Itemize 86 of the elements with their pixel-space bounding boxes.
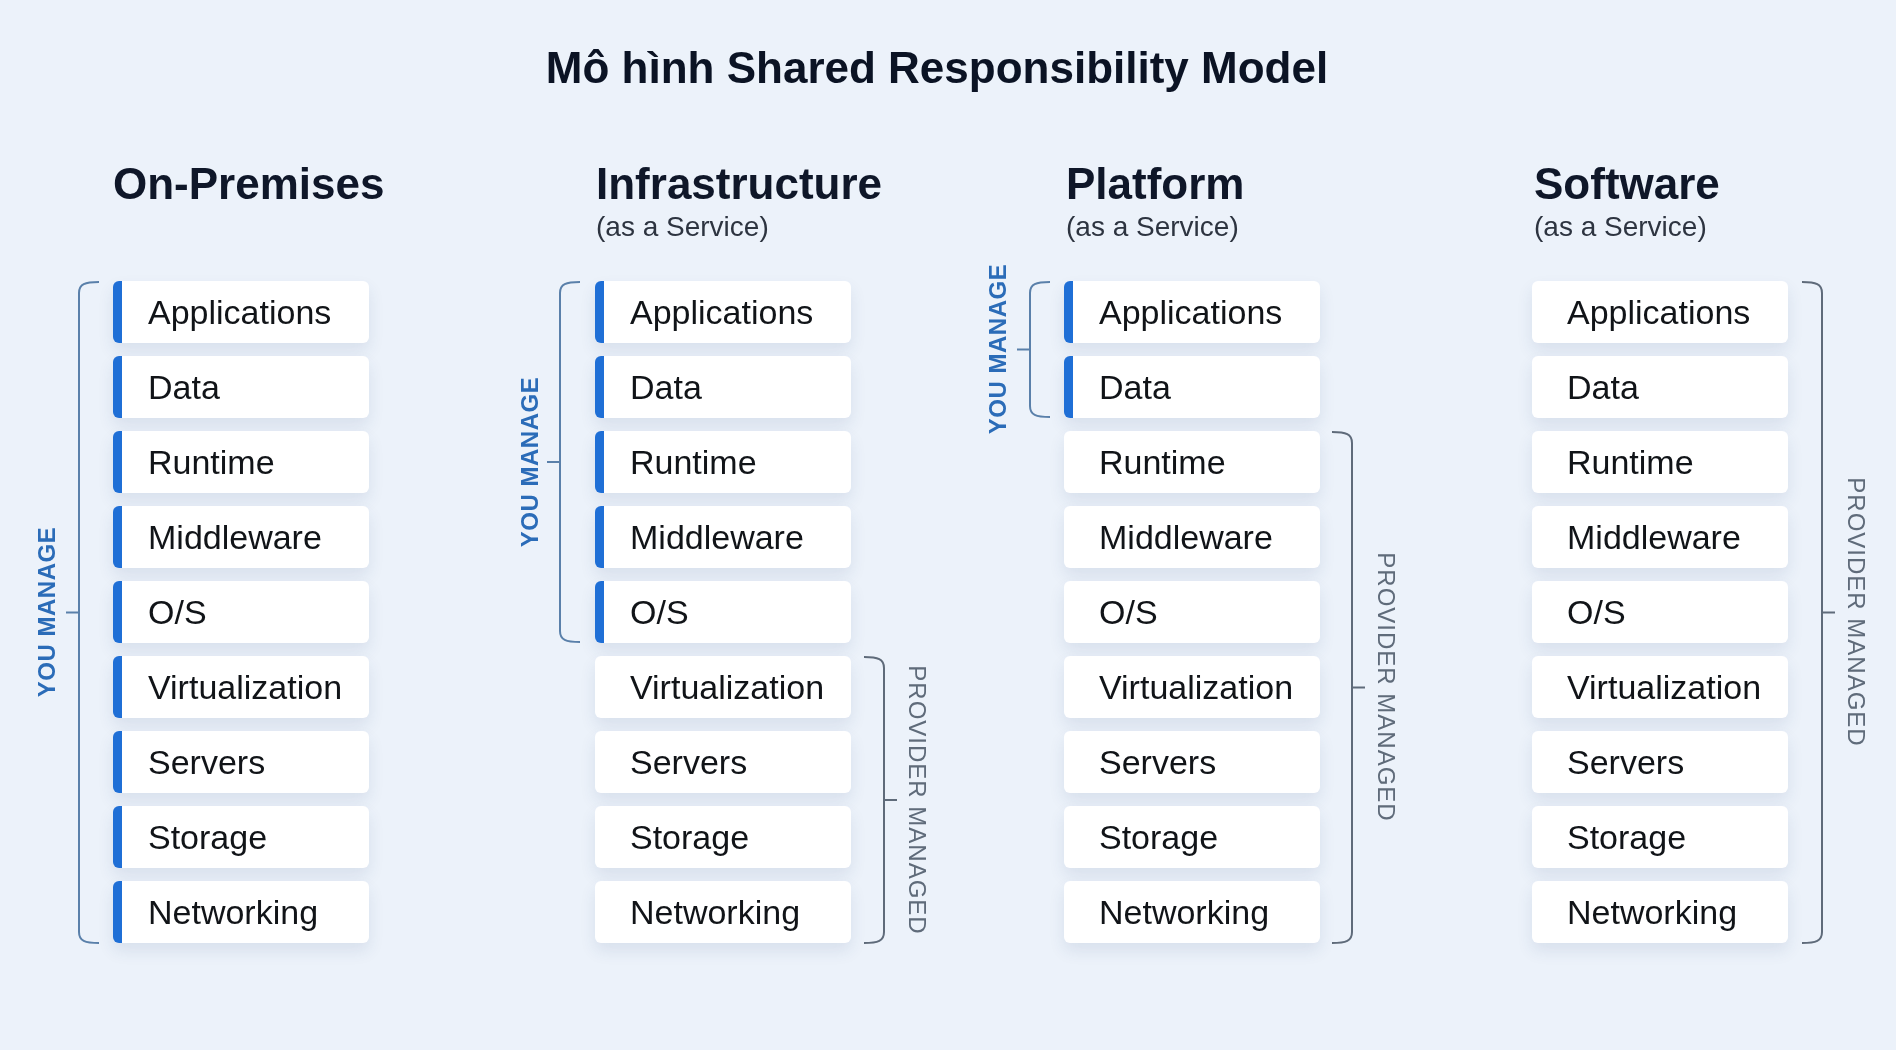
stack-layer (1532, 431, 1788, 493)
layer-label: Networking (148, 892, 319, 932)
stack-layer (113, 881, 369, 943)
column-heading: Software (1534, 158, 1720, 210)
layer-label: Runtime (1567, 442, 1694, 482)
stack-layer (1532, 806, 1788, 868)
layer-label: Virtualization (630, 667, 825, 707)
stack-layer (595, 656, 851, 718)
layer-label: Servers (630, 742, 748, 782)
layer-label: Runtime (148, 442, 275, 482)
stack-layer (595, 356, 851, 418)
layer-label: Middleware (630, 517, 804, 557)
layer-label: Runtime (630, 442, 757, 482)
layer-label: Data (1567, 367, 1639, 407)
stack-layer (1064, 806, 1320, 868)
stack-layer (595, 506, 851, 568)
column-subtitle: (as a Service) (1066, 210, 1239, 244)
layer-label: O/S (630, 592, 689, 632)
stack-layer (1532, 356, 1788, 418)
column-heading: On-Premises (113, 158, 385, 210)
layer-label: Virtualization (1099, 667, 1294, 707)
layer-label: Servers (1099, 742, 1217, 782)
layer-label: Networking (1567, 892, 1738, 932)
stack-layer (1064, 506, 1320, 568)
stack-layer (113, 281, 369, 343)
stack-layer (1064, 656, 1320, 718)
column-subtitle: (as a Service) (1534, 210, 1707, 244)
stack-layer (595, 806, 851, 868)
stack-layer (1532, 881, 1788, 943)
stack-layer (1532, 506, 1788, 568)
side-label: YOU MANAGE (516, 376, 544, 548)
stack-layer (1532, 581, 1788, 643)
layer-label: Runtime (1099, 442, 1226, 482)
stack-layer (595, 881, 851, 943)
column-heading: Infrastructure (596, 158, 883, 210)
stack-layer (113, 806, 369, 868)
stack-layer (1532, 281, 1788, 343)
layer-label: Servers (148, 742, 266, 782)
stack-layer (595, 581, 851, 643)
layer-label: Data (1099, 367, 1171, 407)
side-label: YOU MANAGE (33, 526, 61, 698)
layer-label: Storage (1567, 817, 1687, 857)
layer-label: Storage (630, 817, 750, 857)
stack-layer (1532, 731, 1788, 793)
stack-layer (1532, 656, 1788, 718)
layer-label: O/S (148, 592, 207, 632)
layer-label: Servers (1567, 742, 1685, 782)
layer-label: Data (630, 367, 702, 407)
layer-label: O/S (1567, 592, 1626, 632)
layer-label: Virtualization (148, 667, 343, 707)
layer-label: Applications (1567, 292, 1751, 332)
diagram-title: Mô hình Shared Responsibility Model (545, 42, 1329, 94)
layer-label: Middleware (1567, 517, 1741, 557)
stack-layer (595, 431, 851, 493)
layer-label: Middleware (148, 517, 322, 557)
stack-layer (1064, 581, 1320, 643)
layer-label: Networking (630, 892, 801, 932)
layer-label: Middleware (1099, 517, 1273, 557)
layer-label: Storage (1099, 817, 1219, 857)
stack-layer (595, 731, 851, 793)
stack-layer (113, 581, 369, 643)
side-label: PROVIDER MANAGED (1842, 477, 1870, 747)
stack-layer (1064, 881, 1320, 943)
layer-label: Virtualization (1567, 667, 1762, 707)
layer-label: Applications (630, 292, 814, 332)
stack-layer (595, 281, 851, 343)
side-label: PROVIDER MANAGED (903, 665, 931, 935)
side-label: YOU MANAGE (984, 263, 1012, 435)
layer-label: O/S (1099, 592, 1158, 632)
stack-layer (113, 506, 369, 568)
stack-layer (1064, 731, 1320, 793)
stack-layer (113, 431, 369, 493)
layer-label: Applications (1099, 292, 1283, 332)
stack-layer (1064, 431, 1320, 493)
column-subtitle: (as a Service) (596, 210, 769, 244)
layer-label: Applications (148, 292, 332, 332)
stack-layer (1064, 281, 1320, 343)
layer-label: Networking (1099, 892, 1270, 932)
side-label: PROVIDER MANAGED (1372, 552, 1400, 822)
column-heading: Platform (1066, 158, 1245, 210)
stack-layer (1064, 356, 1320, 418)
layer-label: Data (148, 367, 220, 407)
layer-label: Storage (148, 817, 268, 857)
stack-layer (113, 656, 369, 718)
stack-layer (113, 356, 369, 418)
stack-layer (113, 731, 369, 793)
